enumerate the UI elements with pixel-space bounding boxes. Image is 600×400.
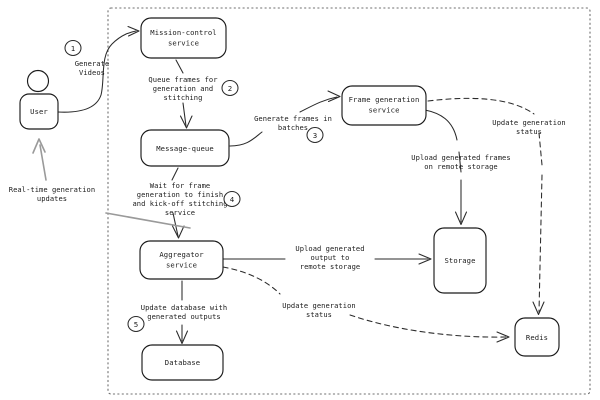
edge-label-line: Videos — [79, 68, 105, 77]
node-storage[interactable]: Storage — [433, 227, 487, 294]
edge-label-line: batches — [278, 123, 308, 132]
edge-label-generate-videos: Generate Videos — [75, 59, 110, 77]
service-boundary — [107, 7, 591, 395]
edge-label-line: stitching — [164, 93, 203, 102]
node-mission-control-service[interactable]: Mission-control service — [140, 17, 227, 59]
edge-label-line: Wait for frame — [150, 181, 211, 190]
step-marker-5: 5 — [127, 315, 145, 333]
node-aggregator-service[interactable]: Aggregator service — [139, 240, 224, 280]
edge-label-line: Upload generated — [295, 244, 364, 253]
step-number: 2 — [228, 84, 232, 93]
edge-redis-to-user — [32, 138, 191, 229]
node-label-database: Database — [165, 358, 200, 367]
node-message-queue[interactable]: Message-queue — [140, 129, 230, 167]
edge-mission-control-to-message-queue — [175, 59, 193, 129]
edge-label-line: Update database with — [141, 303, 227, 312]
node-label-user: User — [30, 107, 48, 116]
step-number: 5 — [134, 320, 138, 329]
edge-aggregator-to-database — [175, 280, 189, 345]
step-number: 3 — [313, 131, 317, 140]
edge-frame-generation-to-redis — [427, 97, 545, 316]
edge-message-queue-to-frame-generation — [229, 90, 341, 147]
step-marker-4: 4 — [223, 190, 241, 208]
edge-label-line: Update generation — [282, 301, 355, 310]
edge-label-line: generation and — [153, 84, 214, 93]
edge-aggregator-to-redis — [222, 266, 510, 343]
node-label-mission-control: service — [168, 39, 199, 48]
edge-label-line: updates — [37, 194, 67, 203]
node-label-frame-generation: service — [369, 106, 400, 115]
step-number: 4 — [230, 195, 235, 204]
edge-label-upload-output: Upload generated output to remote storag… — [295, 244, 364, 271]
edge-label-generate-frames-batches: Generate frames in batches — [254, 114, 332, 132]
step-marker-1: 1 — [64, 39, 82, 57]
node-redis[interactable]: Redis — [514, 317, 560, 357]
edge-label-update-status-frame: Update generation status — [492, 118, 565, 136]
node-label-aggregator: Aggregator — [159, 250, 204, 259]
node-label-redis: Redis — [526, 333, 548, 342]
step-number: 1 — [71, 44, 75, 53]
edge-user-to-mission-control — [57, 25, 140, 113]
node-label-storage: Storage — [445, 256, 476, 265]
step-marker-3: 3 — [306, 126, 324, 144]
edge-label-queue-frames: Queue frames for generation and stitchin… — [148, 75, 217, 102]
node-frame-generation-service[interactable]: Frame generation service — [341, 85, 427, 126]
node-label-aggregator: service — [166, 261, 197, 270]
user-body — [19, 93, 59, 130]
edge-label-wait-for-frame: Wait for frame generation to finish and … — [132, 181, 227, 217]
edge-label-line: generation to finish — [137, 190, 223, 199]
node-user[interactable]: User — [19, 69, 59, 130]
edge-label-line: and kick-off stitching — [132, 199, 227, 208]
edge-aggregator-to-storage — [222, 253, 432, 265]
node-label-frame-generation: Frame generation — [349, 95, 420, 104]
edge-label-line: status — [306, 310, 332, 319]
edge-label-update-database: Update database with generated outputs — [141, 303, 227, 321]
edge-label-line: Generate — [75, 59, 110, 68]
edge-label-line: service — [165, 208, 195, 217]
edge-label-line: status — [516, 127, 542, 136]
edge-label-line: Queue frames for — [148, 75, 217, 84]
edge-label-update-status-aggregator: Update generation status — [282, 301, 355, 319]
edge-label-upload-frames: Upload generated frames on remote storag… — [411, 153, 510, 171]
edge-frame-generation-to-storage — [424, 109, 468, 226]
edge-label-line: Upload generated frames — [411, 153, 510, 162]
node-label-mission-control: Mission-control — [150, 28, 216, 37]
node-label-message-queue: Message-queue — [156, 144, 214, 153]
edge-label-line: Update generation — [492, 118, 565, 127]
user-head-icon — [26, 69, 50, 93]
node-database[interactable]: Database — [141, 344, 224, 381]
edge-label-line: output to — [311, 253, 350, 262]
edge-label-realtime-updates: Real-time generation updates — [9, 185, 95, 203]
edge-label-line: generated outputs — [147, 312, 220, 321]
edge-label-line: remote storage — [300, 262, 361, 271]
edge-message-queue-to-aggregator — [171, 167, 185, 239]
step-marker-2: 2 — [221, 79, 239, 97]
edge-label-line: on remote storage — [424, 162, 497, 171]
edge-label-line: Generate frames in — [254, 114, 332, 123]
edge-label-line: Real-time generation — [9, 185, 95, 194]
